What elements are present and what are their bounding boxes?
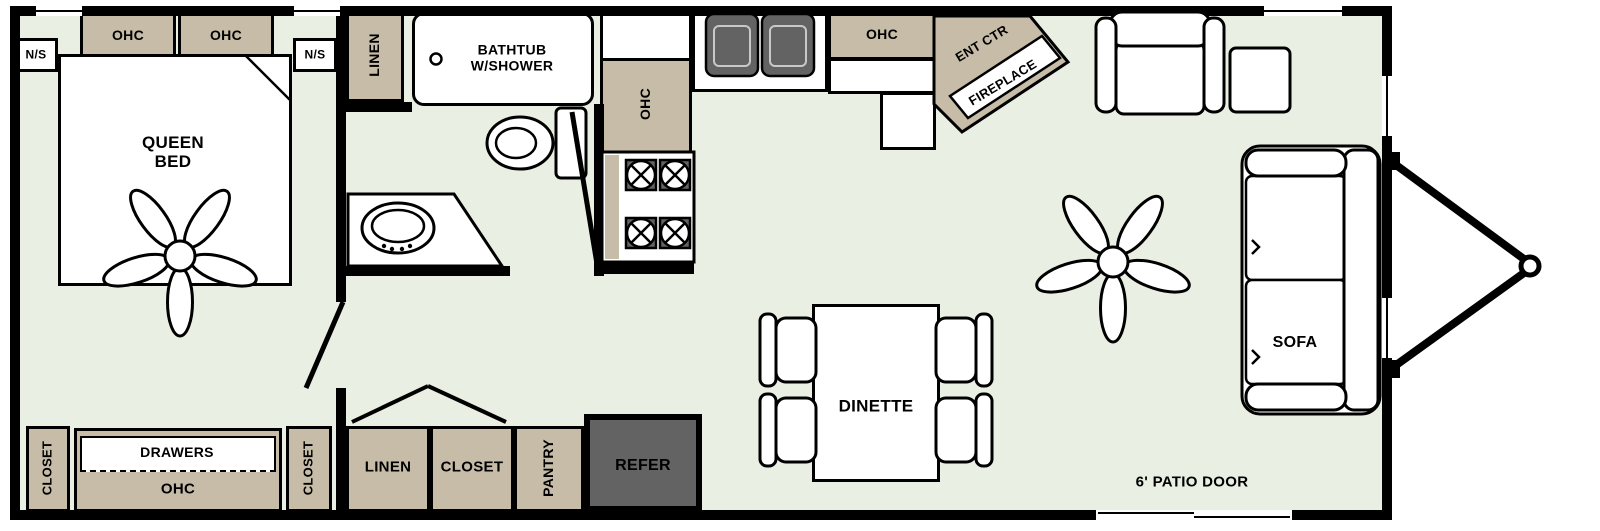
refrigerator — [584, 414, 702, 512]
kitchen-counter-right — [828, 58, 936, 94]
wall-linen-stub — [346, 102, 412, 112]
hitch-pad-top — [1392, 152, 1400, 170]
label-ns-left: N/S — [25, 47, 47, 62]
closet-bedroom-left — [26, 426, 70, 512]
drawers-box — [80, 436, 276, 472]
label-closet-bedroom-left: CLOSET — [39, 440, 55, 496]
label-drawers: DRAWERS — [140, 444, 214, 461]
wall-counter-edge — [594, 262, 694, 274]
label-closet-bedroom-right: CLOSET — [300, 440, 316, 496]
patio-door — [1096, 510, 1292, 520]
wall-bath-kitchen — [594, 104, 604, 276]
wall-bedroom-divider — [336, 6, 346, 302]
label-linen-bath: LINEN — [366, 33, 383, 77]
kitchen-sink-counter — [692, 10, 828, 92]
wall-bottom — [10, 510, 1392, 520]
wall-hall-divider — [336, 388, 346, 520]
window — [1382, 76, 1392, 136]
label-sofa: SOFA — [1272, 334, 1318, 352]
label-pantry: PANTRY — [540, 439, 557, 497]
window — [1264, 6, 1342, 16]
label-ohc-bed-right: OHC — [209, 27, 243, 44]
trailer-hitch — [1388, 158, 1542, 372]
wall-right — [1382, 6, 1392, 520]
dinette-table — [812, 304, 940, 482]
window — [294, 6, 340, 16]
wall-top — [10, 6, 1392, 16]
kitchen-counter-corner — [600, 10, 692, 62]
wall-left — [10, 6, 20, 520]
label-linen-hall: LINEN — [364, 458, 412, 476]
pantry — [514, 426, 584, 512]
label-ohc-kitchen-top: OHC — [865, 26, 899, 43]
closet-hall — [430, 426, 514, 512]
wall-bath-bottom — [336, 266, 510, 276]
window — [1382, 298, 1392, 358]
label-closet-hall: CLOSET — [440, 458, 504, 476]
overhead-cabinet-kitchen-side — [600, 58, 692, 154]
window — [36, 6, 82, 16]
label-ohc-bed-left: OHC — [111, 27, 145, 44]
label-ns-right: N/S — [304, 47, 326, 62]
label-dinette: DINETTE — [838, 396, 914, 416]
hitch-pad-bottom — [1392, 360, 1400, 378]
closet-bedroom-right — [286, 426, 332, 512]
label-drawers-ohc: OHC — [160, 480, 196, 498]
nightstand-left — [14, 38, 58, 72]
nightstand-right — [293, 38, 337, 72]
label-ohc-kitchen-side: OHC — [637, 87, 654, 121]
label-refer: REFER — [615, 457, 671, 475]
label-patio-door: 6' PATIO DOOR — [1135, 473, 1249, 491]
kitchen-counter-step — [880, 92, 936, 150]
